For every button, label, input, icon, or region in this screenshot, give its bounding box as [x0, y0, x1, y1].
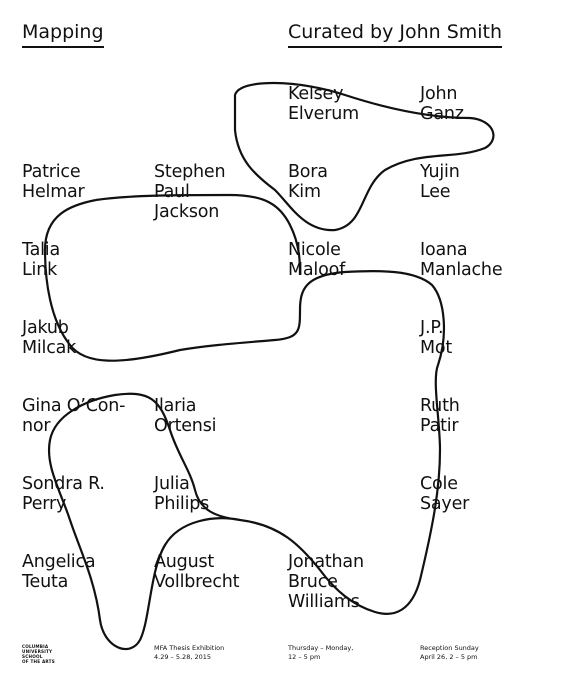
page-title: Mapping	[22, 20, 104, 48]
hours-info: Thursday – Monday,12 – 5 pm	[288, 644, 354, 661]
artist-name: Sondra R.Perry	[22, 474, 105, 514]
curator-credit: Curated by John Smith	[288, 20, 503, 48]
artist-name: J.P.Mot	[420, 318, 453, 358]
artist-name: Gina O’Con-nor	[22, 396, 126, 436]
